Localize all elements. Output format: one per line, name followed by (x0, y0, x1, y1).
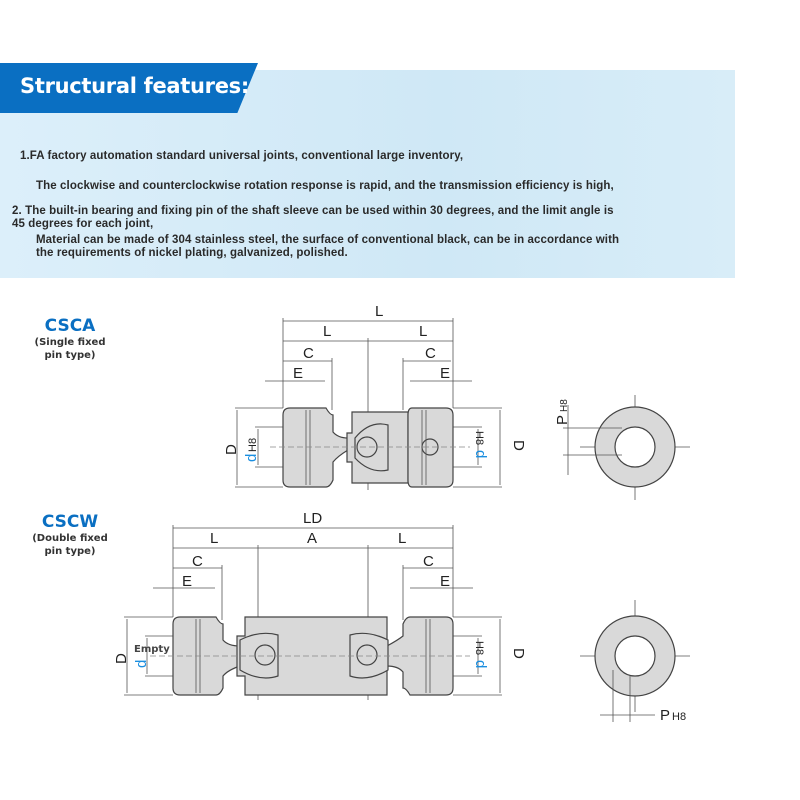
dim-label-P: P (660, 707, 670, 724)
dim-label-L: L (398, 530, 406, 547)
feature-line: 45 degrees for each joint, (12, 218, 154, 230)
dim-label-H8: H8 (672, 711, 686, 723)
dim-label-L: L (419, 323, 427, 340)
dim-label-E: E (440, 573, 450, 590)
dim-label-C: C (303, 345, 314, 362)
csca-end-view: P H8 (554, 395, 690, 500)
dim-label-d: d (472, 450, 489, 458)
cscw-end-view: P H8 (580, 600, 690, 724)
dim-label-L: L (323, 323, 331, 340)
feature-line: 1.FA factory automation standard univers… (20, 150, 464, 162)
dim-label-D: D (113, 653, 130, 664)
dim-label-H8: H8 (473, 431, 485, 445)
dim-label-L: L (375, 303, 383, 320)
model-code: CSCA (44, 316, 96, 336)
dim-label-E: E (440, 365, 450, 382)
page-title: Structural features: (20, 74, 249, 98)
dim-label-A: A (307, 530, 317, 547)
feature-line: 2. The built-in bearing and fixing pin o… (12, 205, 614, 217)
model-desc: pin type) (44, 546, 96, 557)
dim-label-E: E (182, 573, 192, 590)
dim-label-d: d (133, 660, 150, 668)
dim-label-C: C (192, 553, 203, 570)
model-code: CSCW (41, 512, 99, 532)
header-banner (0, 63, 258, 113)
dim-label-L: L (210, 530, 218, 547)
dim-label-d: d (472, 660, 489, 668)
model-cscw-label: CSCW (Double fixed pin type) (15, 512, 125, 558)
feature-line: Material can be made of 304 stainless st… (36, 234, 620, 246)
dim-label-d: d (243, 454, 260, 462)
dim-label-H8: H8 (473, 641, 485, 655)
dim-label-D: D (223, 444, 240, 455)
feature-line: the requirements of nickel plating, galv… (36, 247, 348, 259)
dim-label-H8: H8 (559, 399, 570, 412)
dim-label-C: C (423, 553, 434, 570)
csca-side-view: L L L C C E E D d H8 D d H8 (223, 303, 527, 490)
feature-line: The clockwise and counterclockwise rotat… (36, 180, 614, 192)
dim-label-C: C (425, 345, 436, 362)
dim-label-LD: LD (303, 510, 322, 527)
dim-label-H8: H8 (247, 438, 259, 452)
model-desc: (Single fixed (34, 337, 106, 348)
model-csca-label: CSCA (Single fixed pin type) (15, 316, 125, 362)
model-desc: (Double fixed (32, 533, 108, 544)
dim-label-D: D (510, 440, 527, 451)
model-desc: pin type) (44, 350, 96, 361)
dim-label-P: P (554, 415, 571, 425)
cscw-side-view: LD L A L C C E E D d Empty D d H8 (113, 510, 527, 700)
dim-label-E: E (293, 365, 303, 382)
dim-label-D: D (510, 648, 527, 659)
empty-overlay-text: Empty (134, 644, 170, 655)
